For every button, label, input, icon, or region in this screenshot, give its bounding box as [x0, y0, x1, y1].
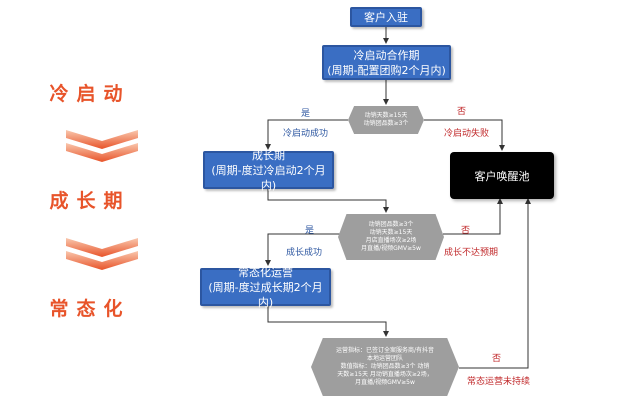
cold-success-label: 冷启动成功 — [283, 129, 329, 139]
decision-line: 数值指标：动销团品数≥3个 动销 — [340, 363, 430, 370]
normal-title: 常态化运营 — [238, 265, 293, 279]
decision-normal: 运营指标：已签订全案服务商/有抖音 本地运营团队 数值指标：动销团品数≥3个 动… — [311, 338, 459, 396]
pool-label: 客户唤醒池 — [474, 169, 530, 183]
no-label: 否 — [492, 354, 502, 364]
entry-node-label: 客户入驻 — [364, 10, 408, 24]
entry-node: 客户入驻 — [350, 7, 422, 27]
chevron-down-icon — [66, 238, 138, 270]
normal-period: (周期-度过成长期2个月内) — [208, 280, 323, 309]
cold-start-node: 冷启动合作期 (周期-配置团购2个月内) — [322, 45, 451, 80]
growth-node: 成长期 (周期-度过冷启动2个月内) — [203, 148, 334, 192]
normal-fail-label: 常态运营未持续 — [467, 377, 531, 387]
decision-line: 动销团品数≥3个 — [363, 120, 409, 127]
growth-success-label: 成长成功 — [286, 248, 323, 258]
decision-cold-start: 动销天数≥15天 动销团品数≥3个 — [348, 106, 424, 134]
decision-line: 本地运营团队 — [366, 355, 403, 362]
decision-growth: 动销团品数≥3个 动销天数≥15天 月店直播场次≥2场 月直播/视频GMV≥5w — [338, 214, 444, 260]
decision-line: 天数≥15天 月动销直播场次≥2场， — [337, 371, 433, 378]
decision-line: 月直播/视频GMV≥5w — [355, 379, 415, 386]
phase-normal: 常态化 — [49, 298, 131, 320]
phase-cold-start: 冷启动 — [49, 83, 131, 105]
decision-line: 动销天数≥15天 — [364, 112, 408, 119]
cold-start-title: 冷启动合作期 — [353, 48, 420, 62]
growth-title: 成长期 — [252, 148, 285, 162]
decision-line: 运营指标：已签订全案服务商/有抖音 — [335, 347, 435, 354]
growth-fail-label: 成长不达预期 — [444, 248, 499, 258]
yes-label: 是 — [301, 109, 311, 119]
customer-wakeup-pool: 客户唤醒池 — [450, 152, 554, 199]
decision-line: 月店直播场次≥2场 — [365, 237, 417, 244]
growth-period: (周期-度过冷启动2个月内) — [211, 163, 326, 192]
decision-line: 动销团品数≥3个 — [368, 221, 414, 228]
phase-growth: 成长期 — [49, 190, 131, 212]
chevron-down-icon — [66, 130, 138, 162]
no-label: 否 — [461, 226, 471, 236]
yes-label: 是 — [305, 226, 315, 236]
no-label: 否 — [457, 107, 467, 117]
decision-line: 动销天数≥15天 — [369, 229, 413, 236]
cold-start-period: (周期-配置团购2个月内) — [327, 63, 446, 77]
cold-fail-label: 冷启动失败 — [444, 129, 490, 139]
normal-node: 常态化运营 (周期-度过成长期2个月内) — [200, 265, 331, 309]
decision-line: 月直播/视频GMV≥5w — [361, 245, 421, 252]
